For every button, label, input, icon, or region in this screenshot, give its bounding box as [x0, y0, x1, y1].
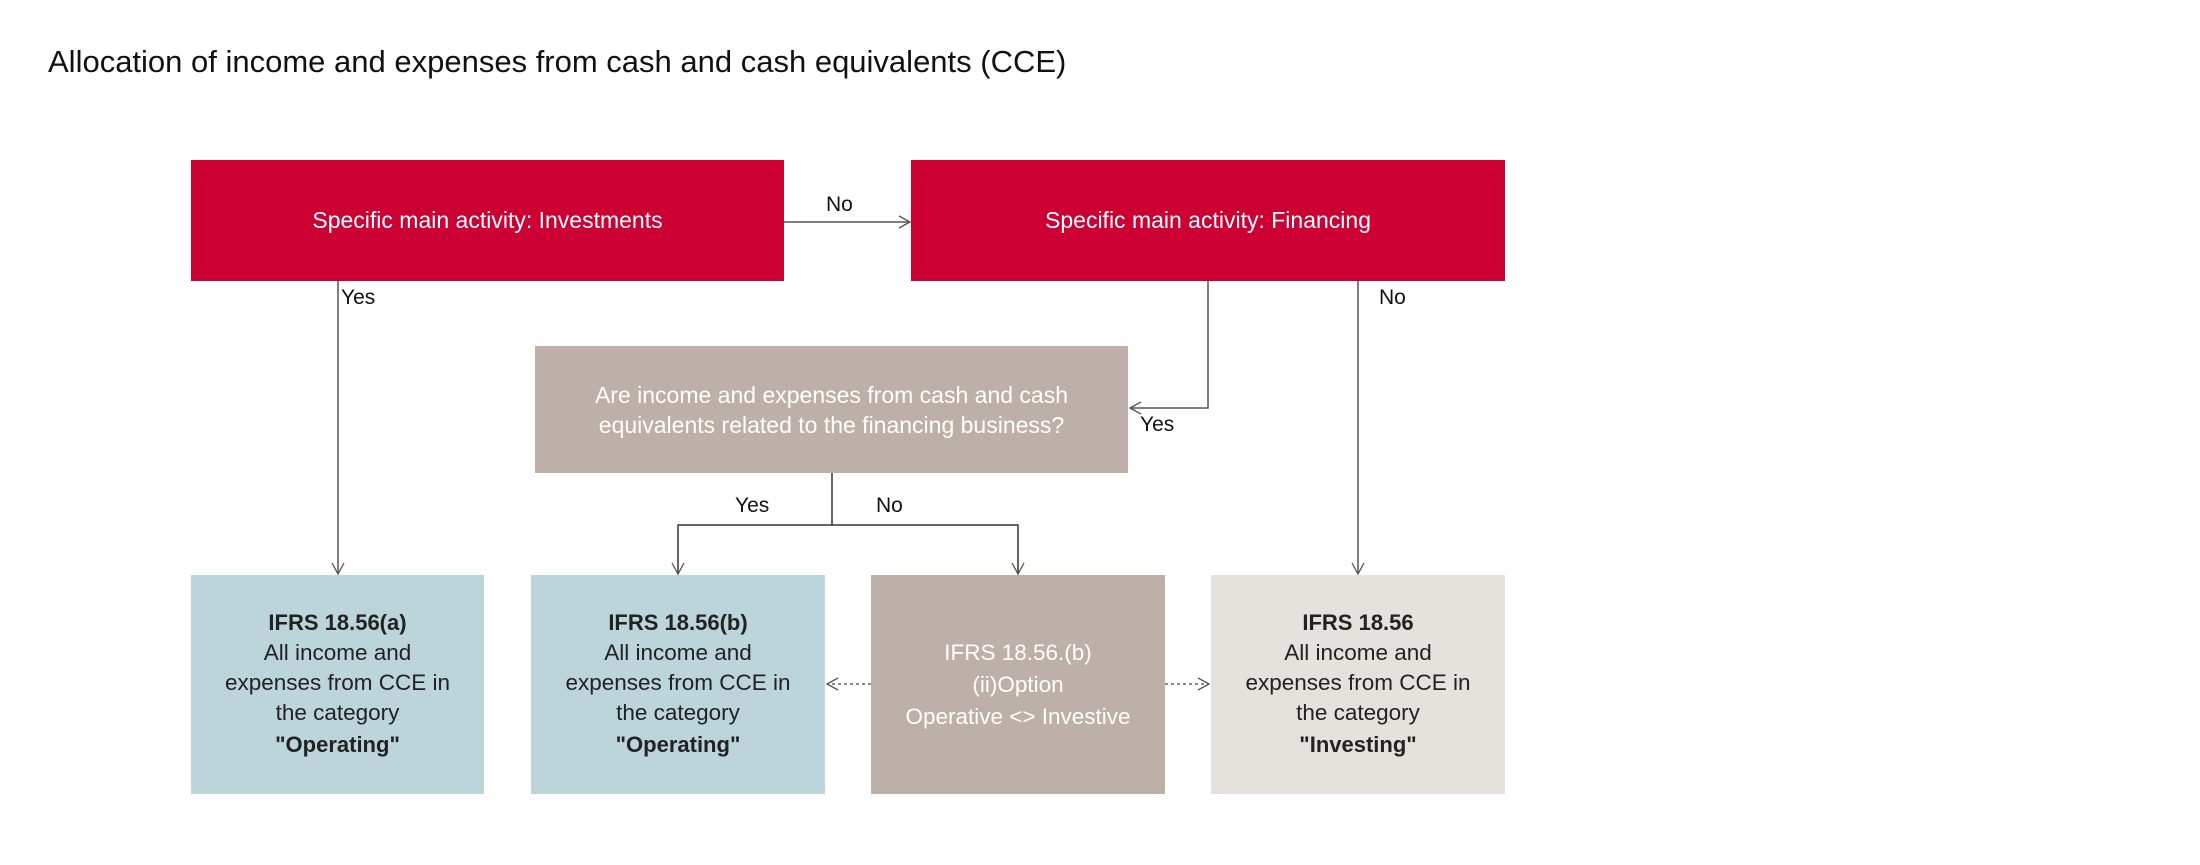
- label-financing-yes: Yes: [1140, 413, 1175, 436]
- label-investments-no: No: [826, 193, 853, 216]
- node-result-operating-b: IFRS 18.56(b) All income and expenses fr…: [531, 575, 825, 794]
- result-b-line-2: expenses from CCE in: [565, 669, 791, 695]
- label-financing-no: No: [1379, 286, 1406, 309]
- node-investments-label: Specific main activity: Investments: [312, 207, 663, 233]
- option-line-2: (ii)Option: [972, 671, 1064, 697]
- result-c-category: "Investing": [1299, 731, 1417, 757]
- result-c-line-2: expenses from CCE in: [1245, 669, 1471, 695]
- result-a-heading: IFRS 18.56(a): [268, 609, 407, 635]
- result-b-heading: IFRS 18.56(b): [608, 609, 748, 635]
- result-c-line-1: All income and: [1284, 639, 1432, 665]
- result-a-line-3: the category: [275, 699, 400, 725]
- result-a-line-1: All income and: [263, 639, 412, 665]
- edge-financing-yes: [1128, 281, 1209, 415]
- option-line-3: Operative <> Investive: [905, 703, 1131, 729]
- question-line-2: equivalents related to the financing bus…: [598, 411, 1065, 438]
- result-b-line-1: All income and: [604, 639, 752, 665]
- question-line-1: Are income and expenses from cash and ca…: [594, 381, 1069, 408]
- label-investments-yes: Yes: [341, 286, 376, 309]
- result-c-line-3: the category: [1296, 699, 1420, 725]
- node-investments: Specific main activity: Investments: [191, 160, 784, 281]
- result-a-category: "Operating": [275, 731, 400, 757]
- label-question-yes: Yes: [735, 494, 770, 517]
- option-line-1: IFRS 18.56.(b): [944, 639, 1092, 665]
- node-financing: Specific main activity: Financing: [911, 160, 1505, 281]
- result-b-line-3: the category: [616, 699, 740, 725]
- result-b-category: "Operating": [615, 731, 741, 757]
- edge-question-no: [832, 524, 1025, 576]
- node-result-investing: IFRS 18.56 All income and expenses from …: [1211, 575, 1505, 794]
- result-a-line-2: expenses from CCE in: [224, 669, 451, 695]
- diagram-title: Allocation of income and expenses from c…: [48, 44, 1067, 79]
- node-question: Are income and expenses from cash and ca…: [535, 346, 1128, 473]
- node-result-operating-a: IFRS 18.56(a) All income and expenses fr…: [191, 575, 484, 794]
- node-financing-label: Specific main activity: Financing: [1045, 207, 1371, 233]
- result-c-heading: IFRS 18.56: [1302, 609, 1414, 635]
- label-question-no: No: [876, 494, 903, 517]
- node-option: IFRS 18.56.(b) (ii)Option Operative <> I…: [871, 575, 1165, 794]
- edge-question-yes: [671, 524, 832, 576]
